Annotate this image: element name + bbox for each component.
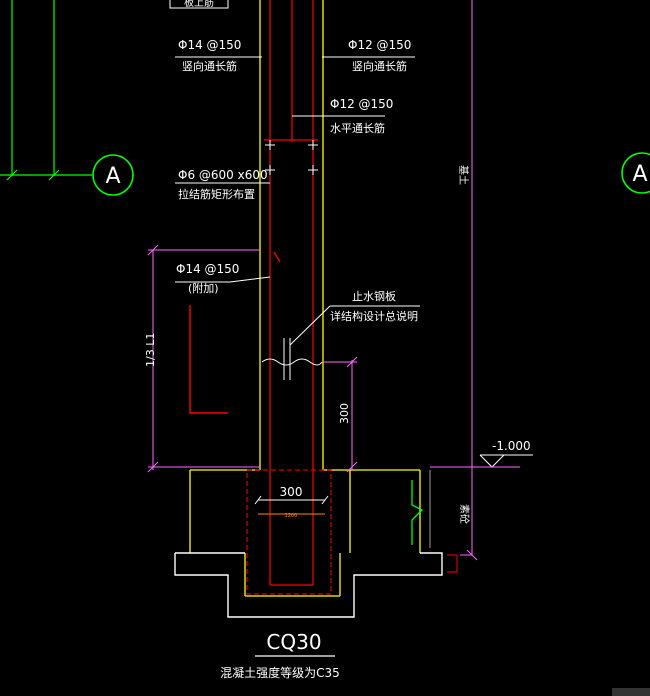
- waterstop-label: 止水钢板: [352, 289, 396, 303]
- wall-outline: [189, 0, 421, 597]
- rebar-horizontal-label: Φ12 @150: [330, 97, 393, 111]
- corner-widget[interactable]: [612, 688, 650, 696]
- added-bar-label: Φ14 @150: [176, 262, 239, 276]
- wall-rebar: [264, 0, 318, 586]
- tie-bar-label: Φ6 @600 x600: [178, 168, 268, 182]
- grid-bubble-a-left-label: A: [105, 164, 120, 189]
- dim-300-vertical: 300: [338, 403, 351, 424]
- foundation-rebar-box: [246, 469, 332, 595]
- grid-bubble-a-right[interactable]: A: [621, 152, 650, 194]
- grid-bubble-a-left[interactable]: A: [92, 154, 134, 196]
- dim-300-horizontal: 300: [280, 485, 303, 499]
- rebar-left-vertical-note: 竖向通长筋: [182, 59, 237, 73]
- waterstop-note: 详结构设计总说明: [330, 309, 418, 323]
- added-l-bar: [189, 251, 281, 414]
- footing-outline: [174, 552, 443, 618]
- tie-bar-note: 拉结筋矩形布置: [178, 187, 255, 201]
- dimension-lines: [147, 244, 358, 473]
- grid-bubble-a-right-label: A: [632, 162, 647, 187]
- soil-break-symbol: [411, 480, 424, 545]
- section-title-name: CQ30: [266, 630, 321, 654]
- right-boundary-lines: [430, 0, 473, 555]
- right-foot-red: [447, 554, 458, 573]
- backfill-right-label: 基土: [457, 165, 470, 185]
- section-title-note: 混凝土强度等级为C35: [220, 665, 340, 680]
- section-title: CQ30 混凝土强度等级为C35: [220, 630, 340, 680]
- rebar-horizontal-note: 水平通长筋: [330, 121, 385, 135]
- rebar-left-vertical-label: Φ14 @150: [178, 38, 241, 52]
- dim-small: 1200: [285, 513, 298, 519]
- waterstop-symbol: [261, 338, 323, 380]
- dim-third-l1: 1/3 L1: [144, 333, 157, 367]
- added-bar-note: (附加): [188, 281, 219, 295]
- elevation-marker: -1.000: [472, 439, 533, 468]
- label-leaders: [175, 56, 420, 346]
- dim-300-horizontal-group: 300 1200: [254, 485, 329, 519]
- top-label-box: 板上筋: [169, 0, 229, 9]
- backfill-lower-label: 素砼: [458, 504, 471, 524]
- elevation-value: -1.000: [492, 439, 531, 453]
- grid-lines-left: [0, 0, 92, 181]
- top-label-text: 板上筋: [184, 0, 214, 9]
- rebar-markers: [265, 140, 318, 175]
- rebar-right-vertical-label: Φ12 @150: [348, 38, 411, 52]
- right-foot-magenta: [460, 549, 478, 561]
- rebar-right-vertical-note: 竖向通长筋: [352, 59, 407, 73]
